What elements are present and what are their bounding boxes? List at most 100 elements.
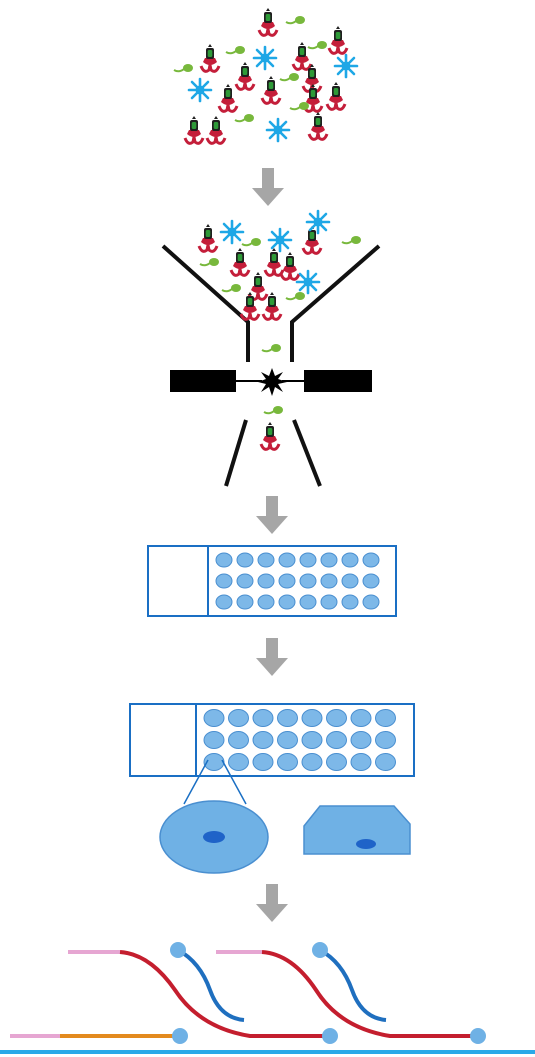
snowflake-cell-icon [267, 227, 293, 253]
plate-well [326, 709, 347, 727]
red-cell-icon [257, 6, 279, 37]
nucleus [356, 839, 376, 849]
plate-well [320, 552, 338, 568]
plate-well [277, 709, 298, 727]
plate-well [341, 573, 359, 589]
plate-well [326, 731, 347, 749]
plate-well [277, 753, 298, 771]
plate-well [299, 594, 317, 610]
snowflake-cell-icon [187, 77, 213, 103]
red-cell-icon [217, 82, 239, 113]
red-cell-icon [307, 110, 329, 141]
plate-well [252, 731, 274, 749]
mixed-cell-population [173, 6, 359, 145]
snowflake-cell-icon [305, 209, 331, 235]
plate-well [362, 594, 380, 610]
snowflake-cell-icon [295, 269, 321, 295]
plate-well [236, 552, 254, 568]
plate-well [252, 753, 274, 771]
plate-well [215, 573, 233, 589]
plate-well [215, 594, 233, 610]
plate-well [301, 709, 323, 727]
plate-well [320, 594, 338, 610]
bead [470, 1028, 486, 1044]
red-cell-icon [229, 246, 251, 277]
plate-well [362, 552, 380, 568]
plate-well [278, 594, 296, 610]
plate-well [203, 731, 225, 749]
plate-well [236, 573, 254, 589]
plate-well [228, 753, 249, 771]
sperm-icon [341, 235, 362, 245]
plate-well [228, 709, 249, 727]
plate-well [278, 573, 296, 589]
plate-well [350, 731, 372, 749]
left-nozzle [170, 370, 236, 392]
red-cell-icon [234, 60, 256, 91]
sequencing-reads [0, 942, 535, 1054]
red-cell-icon [205, 114, 227, 145]
laser-spark-icon [258, 368, 287, 396]
sperm-icon [234, 113, 255, 123]
plate-deposition [147, 545, 397, 617]
red-cell-icon [291, 40, 313, 71]
enlarged-angular-cell [303, 805, 411, 855]
plate-well [320, 573, 338, 589]
plate-well [350, 753, 372, 771]
plate-well [341, 552, 359, 568]
flow-sorting [161, 209, 381, 487]
plate-well [341, 594, 359, 610]
sperm-icon [285, 15, 306, 25]
red-cell-icon [279, 250, 301, 281]
sperm-icon [221, 283, 242, 293]
red-cell-icon [259, 420, 281, 451]
red-cell-icon [327, 24, 349, 55]
sperm-icon [225, 45, 246, 55]
snowflake-cell-icon [252, 45, 278, 71]
plate-well [203, 753, 225, 771]
red-cell-icon [247, 270, 269, 301]
plate-well [375, 753, 396, 771]
sperm-icon [173, 63, 194, 73]
sperm-icon [263, 405, 284, 415]
snowflake-cell-icon [265, 117, 291, 143]
sperm-icon [261, 343, 282, 353]
plate-well [278, 552, 296, 568]
single-cell-isolation [129, 703, 415, 874]
bead [170, 942, 186, 958]
sperm-icon [279, 72, 300, 82]
plate-well [257, 573, 275, 589]
plate-well [215, 552, 233, 568]
nucleus [203, 831, 225, 843]
sperm-icon [289, 101, 310, 111]
bead [312, 942, 328, 958]
plate-well [375, 709, 396, 727]
down-arrow-icon [256, 496, 288, 534]
plate-well [203, 709, 225, 727]
bead [322, 1028, 338, 1044]
plate-well [350, 709, 372, 727]
plate-well [299, 552, 317, 568]
plate-well [236, 594, 254, 610]
bead [172, 1028, 188, 1044]
plate-well [257, 552, 275, 568]
plate-well [228, 731, 249, 749]
plate-wells [203, 709, 396, 771]
snowflake-cell-icon [333, 53, 359, 79]
snowflake-cell-icon [219, 219, 245, 245]
plate-well [277, 731, 298, 749]
red-cell-icon [325, 80, 347, 111]
plate-well [299, 573, 317, 589]
plate-well [301, 731, 323, 749]
red-cell-icon [260, 74, 282, 105]
plate-well [326, 753, 347, 771]
red-cell-icon [183, 114, 205, 145]
plate-well [301, 753, 323, 771]
plate-well [257, 594, 275, 610]
sperm-icon [307, 40, 328, 50]
red-cell-icon [197, 222, 219, 253]
plate-well [375, 731, 396, 749]
sperm-icon [285, 291, 306, 301]
plate-well [252, 709, 274, 727]
